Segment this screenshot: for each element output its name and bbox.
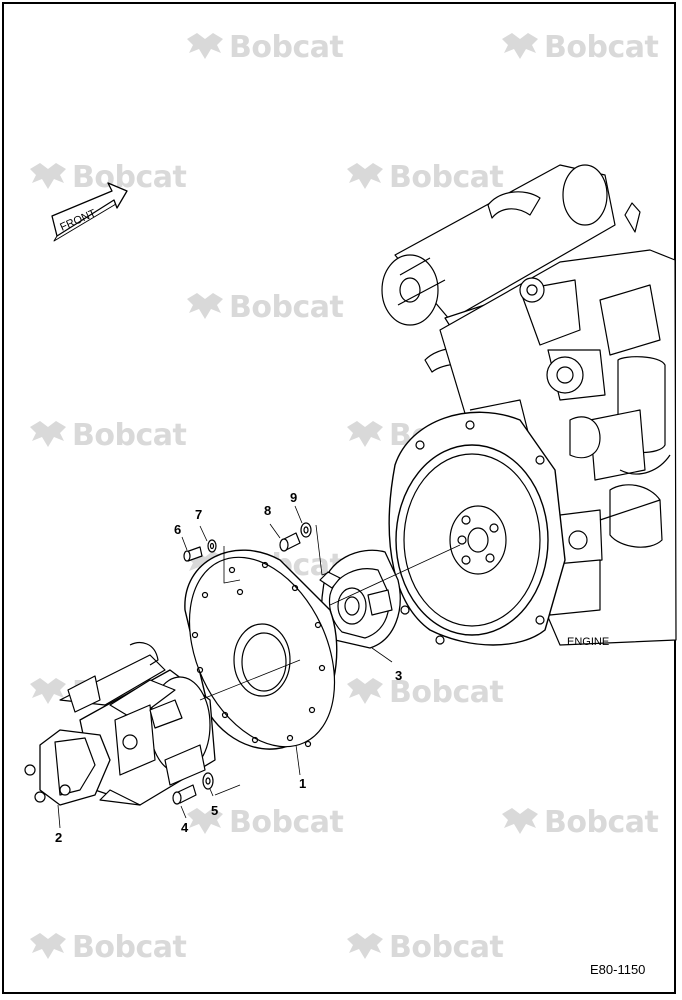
callout-8: 8 [264, 503, 272, 518]
callout-1: 1 [299, 776, 307, 791]
bobcat-logo [30, 933, 66, 959]
watermark: Bobcat [28, 930, 187, 965]
watermark: Bobcat [500, 805, 659, 840]
callout-3: 3 [395, 668, 403, 683]
bobcat-logo [347, 933, 383, 959]
watermark: Bobcat [28, 418, 187, 453]
front-arrow: FRONT [51, 182, 128, 242]
coupling-part-3 [319, 549, 401, 649]
engine-label: ENGINE [567, 636, 610, 648]
watermark: Bobcat [185, 290, 344, 325]
bolt-part-4 [172, 784, 197, 805]
engine-assembly [381, 164, 677, 646]
watermark: Bobcat [185, 30, 344, 65]
bobcat-logo [347, 421, 383, 447]
callout-7: 7 [195, 507, 203, 522]
leader-lines [57, 505, 461, 829]
bobcat-logo [187, 808, 223, 834]
watermark: Bobcat [345, 675, 504, 710]
washer-part-7 [207, 539, 217, 553]
bolt-part-6 [183, 546, 203, 562]
callout-5: 5 [211, 803, 219, 818]
watermark: Bobcat [345, 160, 504, 195]
bobcat-logo [187, 33, 223, 59]
bobcat-logo [30, 678, 66, 704]
adapter-plate-part-1 [184, 549, 338, 750]
watermark: Bobcat [185, 805, 344, 840]
bolt-part-8 [279, 532, 301, 552]
watermark: Bobcat [500, 30, 659, 65]
drawing-number: E80-1150 [590, 962, 646, 977]
washer-part-9 [300, 522, 312, 538]
bobcat-logo [502, 33, 538, 59]
bobcat-logo [30, 163, 66, 189]
hydraulic-pump-part-2 [24, 642, 216, 806]
watermark: Bobcat [28, 160, 187, 195]
callout-2: 2 [55, 830, 63, 845]
callout-6: 6 [174, 522, 182, 537]
bobcat-logo [502, 808, 538, 834]
watermark: Bobcat [345, 930, 504, 965]
callout-4: 4 [181, 820, 189, 835]
bobcat-logo [347, 163, 383, 189]
washer-part-5 [202, 772, 214, 790]
bobcat-logo [30, 421, 66, 447]
bobcat-logo [347, 678, 383, 704]
callout-9: 9 [290, 490, 298, 505]
bobcat-logo [187, 293, 223, 319]
